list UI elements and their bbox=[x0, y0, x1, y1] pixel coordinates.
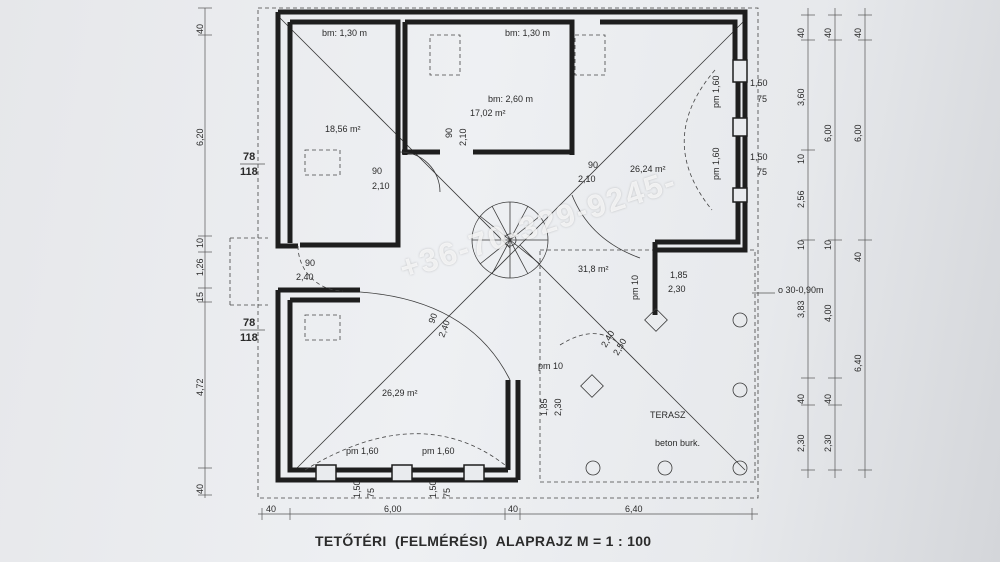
chimney-label-bottom: 118 bbox=[240, 332, 258, 344]
roof-ridge-line bbox=[519, 244, 746, 471]
dim-right: 40 bbox=[823, 394, 833, 404]
window-width: 1,50 bbox=[750, 152, 768, 162]
dim-right: 40 bbox=[796, 394, 806, 404]
door-width: 90 bbox=[588, 160, 598, 170]
chimney-outline bbox=[304, 149, 341, 176]
window-sill-height: pm 1,60 bbox=[346, 446, 379, 456]
window-height: 75 bbox=[757, 94, 767, 104]
dim-right: 6,00 bbox=[853, 124, 863, 142]
dimension-lines bbox=[198, 7, 872, 520]
dim-right: 10 bbox=[796, 240, 806, 250]
door-width: 90 bbox=[372, 166, 382, 176]
dim-right: 10 bbox=[823, 240, 833, 250]
sill-label: bm: 2,60 m bbox=[488, 94, 533, 104]
window-height: 75 bbox=[757, 167, 767, 177]
dim-bottom: 40 bbox=[266, 504, 276, 514]
dim-right: 40 bbox=[853, 252, 863, 262]
dim-bottom: 6,00 bbox=[384, 504, 402, 514]
window-width: 1,50 bbox=[428, 480, 438, 498]
dim-right: 2,30 bbox=[796, 434, 806, 452]
dim-right: 10 bbox=[796, 154, 806, 164]
door-height: 2,10 bbox=[372, 181, 390, 191]
terrace-outline bbox=[539, 249, 756, 483]
dim-bottom: 6,40 bbox=[625, 504, 643, 514]
dim-left: 40 bbox=[195, 484, 205, 494]
dim-left: 15 bbox=[195, 292, 205, 302]
dim-right: 40 bbox=[796, 28, 806, 38]
chimney-label-top: 78 bbox=[243, 317, 255, 329]
door-width: 1,85 bbox=[539, 398, 549, 416]
dim-left: 10 bbox=[195, 238, 205, 248]
pm-label: pm 10 bbox=[538, 361, 563, 371]
terrace-columns bbox=[580, 308, 748, 476]
window-height: 75 bbox=[366, 488, 376, 498]
window-sill-height: pm 1,60 bbox=[711, 147, 721, 180]
door-height: 2,30 bbox=[668, 284, 686, 294]
window-blocks bbox=[315, 59, 748, 482]
chimney-label-top: 78 bbox=[243, 151, 255, 163]
dim-right: 4,00 bbox=[823, 304, 833, 322]
room-area: 18,56 m² bbox=[325, 124, 361, 134]
column-label: o 30-0,90m bbox=[778, 285, 824, 295]
door-height: 2,30 bbox=[553, 398, 563, 416]
dim-bottom: 40 bbox=[508, 504, 518, 514]
roof-ridge-line bbox=[519, 19, 746, 246]
room-area: 31,8 m² bbox=[578, 264, 609, 274]
window-sill-height: pm 1,60 bbox=[711, 75, 721, 108]
window-height: 75 bbox=[442, 488, 452, 498]
eaves-outline bbox=[257, 7, 759, 499]
drawing-title: TETŐTÉRI (FELMÉRÉSI) ALAPRAJZ M = 1 : 10… bbox=[315, 533, 652, 549]
door-width: 90 bbox=[444, 128, 454, 138]
skylight bbox=[429, 34, 461, 76]
dim-right: 2,56 bbox=[796, 190, 806, 208]
door-swings bbox=[297, 69, 716, 471]
dim-right: 3,60 bbox=[796, 88, 806, 106]
dim-right: 2,30 bbox=[823, 434, 833, 452]
dim-right: 40 bbox=[853, 28, 863, 38]
dim-left: 6,20 bbox=[195, 128, 205, 146]
dim-right: 3,83 bbox=[796, 300, 806, 318]
plan-labels: bm: 1,30 m bm: 1,30 m bm: 2,60 m 18,56 m… bbox=[195, 24, 863, 514]
pm-label: pm 10 bbox=[630, 275, 640, 300]
door-height: 2,40 bbox=[436, 319, 451, 339]
spiral-staircase bbox=[471, 201, 549, 279]
door-height: 2,10 bbox=[578, 174, 596, 184]
door-width: 1,85 bbox=[670, 270, 688, 280]
dim-left: 4,72 bbox=[195, 378, 205, 396]
chimney-outline bbox=[304, 314, 341, 341]
roof-ridge-line bbox=[279, 17, 511, 249]
door-width: 90 bbox=[426, 312, 439, 325]
dim-right: 40 bbox=[823, 28, 833, 38]
dim-left: 40 bbox=[195, 24, 205, 34]
room-area: 17,02 m² bbox=[470, 108, 506, 118]
chimney-label-bottom: 118 bbox=[240, 166, 258, 178]
room-area: 26,29 m² bbox=[382, 388, 418, 398]
dim-right: 6,40 bbox=[853, 354, 863, 372]
window-width: 1,50 bbox=[352, 480, 362, 498]
terrace-surface: beton burk. bbox=[655, 438, 700, 448]
dim-right: 6,00 bbox=[823, 124, 833, 142]
window-sill-height: pm 1,60 bbox=[422, 446, 455, 456]
terrace-label: TERASZ bbox=[650, 410, 686, 420]
walls bbox=[275, 9, 748, 483]
door-height: 2,40 bbox=[296, 272, 314, 282]
door-height: 2,10 bbox=[458, 128, 468, 146]
dim-left: 1,26 bbox=[195, 258, 205, 276]
sill-label: bm: 1,30 m bbox=[322, 28, 367, 38]
door-width: 90 bbox=[305, 258, 315, 268]
window-width: 1,50 bbox=[750, 78, 768, 88]
skylight bbox=[574, 34, 606, 76]
sill-label: bm: 1,30 m bbox=[505, 28, 550, 38]
roof-ridge-line bbox=[294, 244, 521, 471]
room-area: 26,24 m² bbox=[630, 164, 666, 174]
